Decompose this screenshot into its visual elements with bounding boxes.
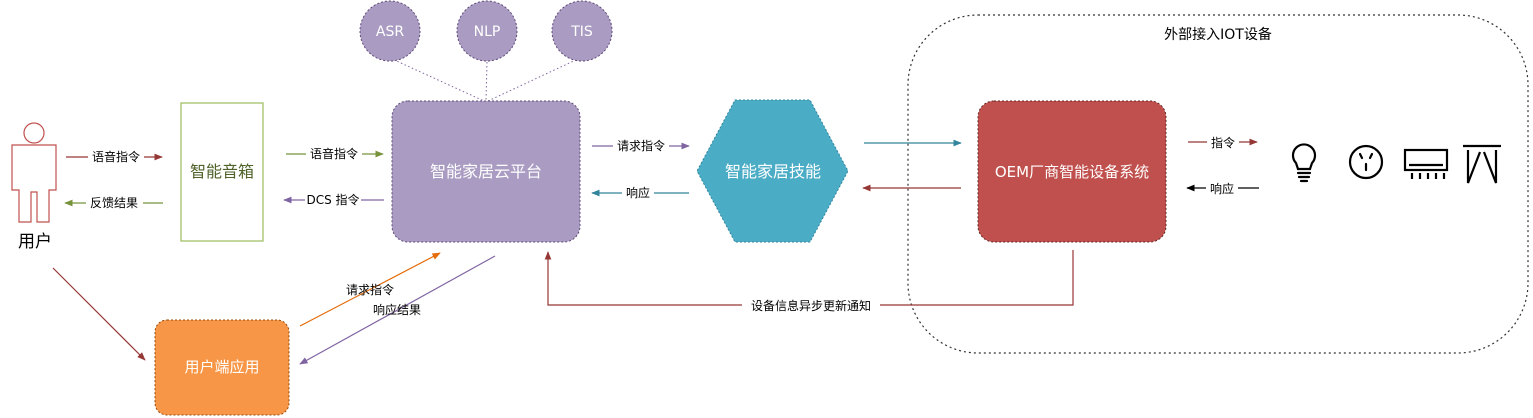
label-bg xyxy=(613,137,669,153)
arrow-oem-to-cloud-notify xyxy=(544,250,1074,306)
arrow-devices-to-oem-label: 响应 xyxy=(1210,181,1234,196)
arrow-cloud-to-speaker-label: DCS 指令 xyxy=(306,192,359,207)
service-asr: ASR xyxy=(359,0,421,62)
iot-group-title: 外部接入IOT设备 xyxy=(1164,26,1272,43)
label-bg xyxy=(88,148,144,164)
user-icon xyxy=(11,122,57,223)
arrow-oem-to-cloud-notify-label: 设备信息异步更新通知 xyxy=(751,298,871,313)
user-app-label: 用户端应用 xyxy=(184,358,259,376)
service-connector-asr xyxy=(389,57,485,102)
arrow-cloud-to-app xyxy=(299,255,496,365)
speaker-box xyxy=(180,102,264,242)
arrow-user-to-speaker-label: 语音指令 xyxy=(92,149,140,164)
service-connector-nlp xyxy=(485,61,488,102)
label-bg xyxy=(1206,180,1238,196)
cloud-platform-box xyxy=(391,100,581,243)
socket-icon xyxy=(1348,144,1384,180)
oem-system-box xyxy=(977,100,1167,243)
service-nlp-label: NLP xyxy=(474,24,501,40)
user-app-box xyxy=(154,319,290,416)
iot-group-box xyxy=(907,14,1529,354)
arrow-oem-to-devices-label: 指令 xyxy=(1211,135,1235,150)
curtain-icon xyxy=(1463,144,1501,184)
service-nlp: NLP xyxy=(456,0,518,62)
arrow-cloud-to-app-label: 响应结果 xyxy=(373,302,421,317)
user-label: 用户 xyxy=(18,232,52,252)
arrow-user-to-app xyxy=(52,267,146,361)
arrow-speaker-to-user-label: 反馈结果 xyxy=(90,196,138,210)
air-conditioner-icon xyxy=(1403,148,1449,179)
service-asr-label: ASR xyxy=(376,24,404,40)
label-bg xyxy=(622,184,654,200)
arrow-skill-to-cloud-label: 响应 xyxy=(626,185,650,200)
label-bg xyxy=(1207,134,1239,150)
skill-hexagon xyxy=(696,99,849,243)
label-bg xyxy=(86,194,143,210)
label-bg xyxy=(742,297,880,313)
label-bg xyxy=(305,191,361,207)
service-tis-label: TIS xyxy=(570,24,593,40)
bulb-icon xyxy=(1291,143,1317,183)
label-bg xyxy=(306,145,362,161)
service-connector-tis xyxy=(487,57,581,102)
speaker-label: 智能音箱 xyxy=(190,162,254,181)
oem-system-label: OEM厂商智能设备系统 xyxy=(995,163,1149,181)
service-tis: TIS xyxy=(551,0,613,62)
cloud-platform-label: 智能家居云平台 xyxy=(430,162,542,181)
arrow-app-to-cloud-label: 请求指令 xyxy=(346,282,394,297)
arrow-cloud-to-skill-label: 请求指令 xyxy=(617,138,665,153)
arrow-speaker-to-cloud-label: 语音指令 xyxy=(310,146,358,161)
skill-label: 智能家居技能 xyxy=(725,162,821,181)
arrow-app-to-cloud xyxy=(299,252,441,327)
